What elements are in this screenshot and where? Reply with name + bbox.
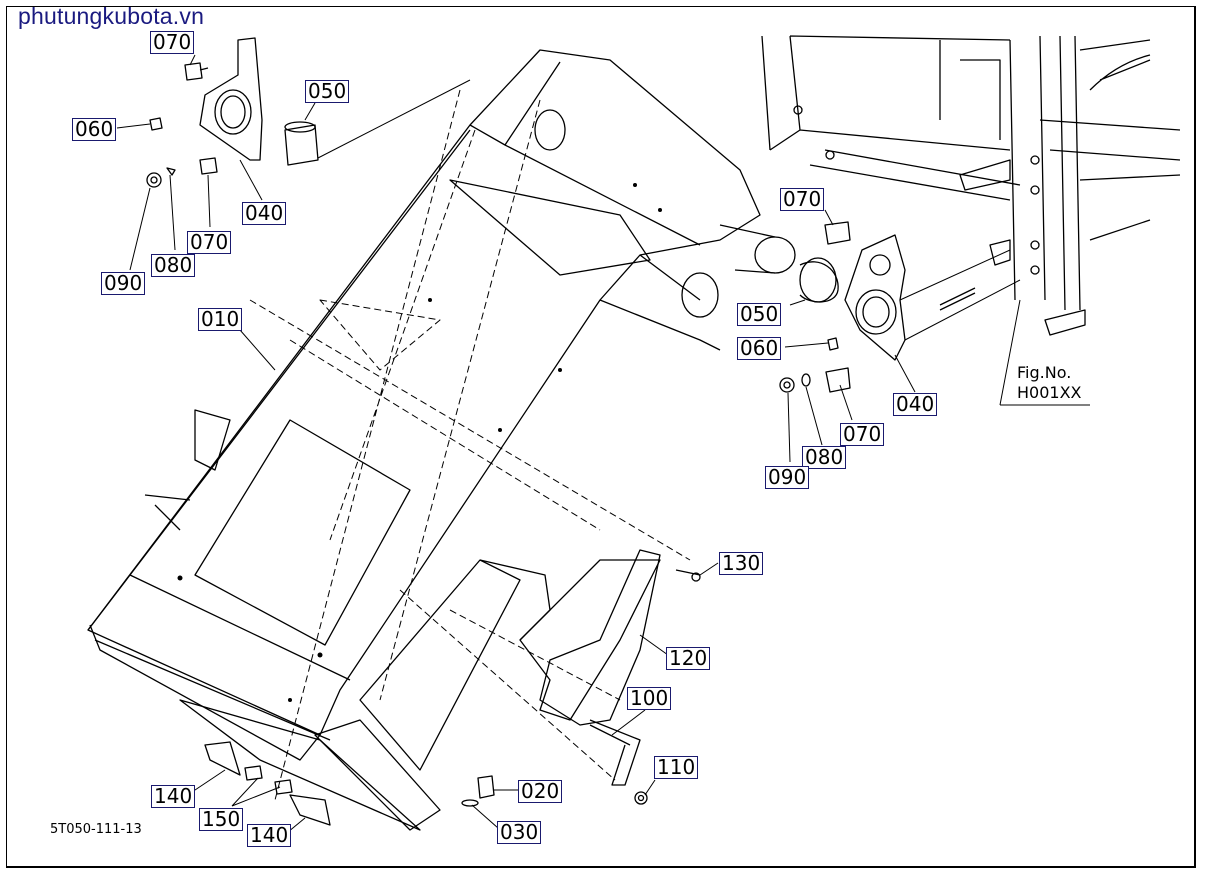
callout-080-upper-left: 080: [151, 254, 196, 277]
callout-020: 020: [518, 780, 563, 803]
drawing-code: 5T050-111-13: [50, 822, 142, 837]
figure-reference: Fig.No. H001XX: [1017, 363, 1082, 403]
callout-090-right: 090: [765, 466, 810, 489]
callout-070-upper-left-lower: 070: [187, 231, 232, 254]
callout-010: 010: [198, 308, 243, 331]
callout-030: 030: [497, 821, 542, 844]
callout-050-right: 050: [737, 303, 782, 326]
callout-100: 100: [627, 687, 672, 710]
callout-040-right: 040: [893, 393, 938, 416]
feeder-housing: [87, 49, 796, 831]
callout-110: 110: [654, 756, 699, 779]
callout-140-left: 140: [151, 785, 196, 808]
callout-060-right: 060: [737, 337, 782, 360]
figure-reference-line1: Fig.No.: [1017, 363, 1072, 382]
watermark: phutungkubota.vn: [18, 3, 205, 29]
callout-070-upper-left: 070: [150, 31, 195, 54]
callout-090-upper-left: 090: [101, 272, 146, 295]
callout-060-upper-left: 060: [72, 118, 117, 141]
callout-080-right: 080: [802, 446, 847, 469]
bracket-group-upper-left: [146, 37, 471, 188]
callout-120: 120: [666, 647, 711, 670]
callout-130: 130: [719, 552, 764, 575]
rear-frame-section: [761, 35, 1181, 406]
leader-lines: [116, 54, 916, 833]
callout-050-upper-left: 050: [305, 80, 350, 103]
lower-left-parts: [204, 741, 495, 826]
lower-right-parts: [539, 549, 701, 805]
callout-070-right-lower: 070: [840, 423, 885, 446]
bracket-group-right: [779, 221, 1021, 393]
callout-070-right-upper: 070: [780, 188, 825, 211]
callout-140-right: 140: [247, 824, 292, 847]
diagram-frame: [6, 6, 1196, 868]
callout-150: 150: [199, 808, 244, 831]
figure-reference-line2: H001XX: [1017, 383, 1082, 402]
callout-040-upper-left: 040: [242, 202, 287, 225]
